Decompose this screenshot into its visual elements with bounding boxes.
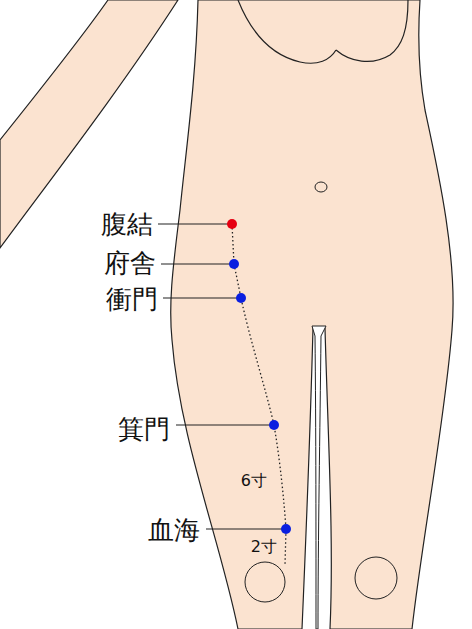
acupoint xyxy=(281,524,291,534)
leader-line xyxy=(176,424,270,425)
leader-line xyxy=(163,297,237,298)
acupoint xyxy=(269,420,279,430)
knee xyxy=(355,557,397,599)
leader-line xyxy=(161,263,230,264)
leader-line xyxy=(206,528,282,529)
breast-line xyxy=(336,0,408,61)
distance-label: 2寸 xyxy=(250,538,278,556)
point-name: 府舎 xyxy=(104,249,156,278)
acupoint xyxy=(236,293,246,303)
breast-line xyxy=(238,0,336,63)
distance-label: 6寸 xyxy=(240,472,268,490)
point-name: 腹結 xyxy=(101,210,153,239)
point-name: 衝門 xyxy=(106,285,158,314)
acupoint xyxy=(229,259,239,269)
crotch xyxy=(312,326,326,629)
arm xyxy=(0,0,178,248)
navel xyxy=(315,182,327,192)
acupoint xyxy=(227,219,237,229)
knee xyxy=(245,562,285,602)
leader-line xyxy=(158,223,228,224)
meridian-path xyxy=(232,224,286,565)
point-name: 箕門 xyxy=(118,415,170,444)
point-name: 血海 xyxy=(148,516,200,545)
body xyxy=(171,0,453,629)
